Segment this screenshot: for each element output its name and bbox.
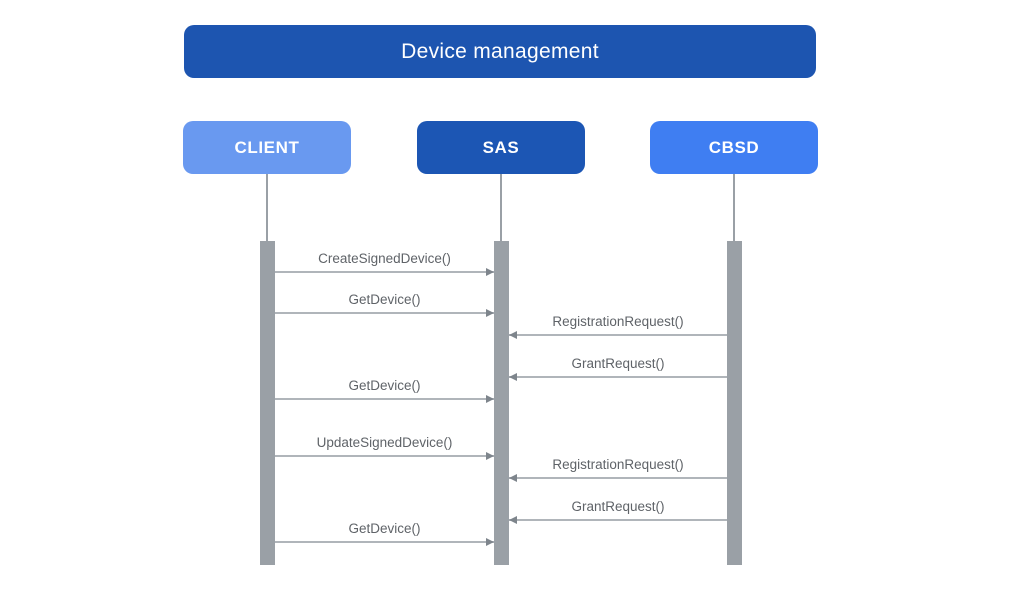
message-get-device-2: GetDevice()	[275, 378, 494, 400]
lifeline-cbsd	[733, 174, 735, 241]
message-get-device-3: GetDevice()	[275, 521, 494, 543]
message-get-device-1: GetDevice()	[275, 292, 494, 314]
arrow-left-icon	[509, 519, 727, 521]
actor-sas-label: SAS	[482, 137, 520, 157]
message-label: GrantRequest()	[571, 499, 665, 514]
diagram-title-banner: Device management	[184, 25, 816, 78]
message-label: GrantRequest()	[571, 356, 665, 371]
actor-cbsd: CBSD	[650, 121, 818, 174]
arrow-right-icon	[275, 312, 494, 314]
lifeline-client	[266, 174, 268, 241]
message-registration-request-2: RegistrationRequest()	[509, 457, 727, 479]
activation-bar-cbsd	[727, 241, 742, 565]
message-registration-request-1: RegistrationRequest()	[509, 314, 727, 336]
message-create-signed-device: CreateSignedDevice()	[275, 251, 494, 273]
arrow-right-icon	[275, 271, 494, 273]
activation-bar-sas	[494, 241, 509, 565]
message-grant-request-1: GrantRequest()	[509, 356, 727, 378]
message-label: RegistrationRequest()	[552, 457, 684, 472]
actor-sas: SAS	[417, 121, 585, 174]
message-grant-request-2: GrantRequest()	[509, 499, 727, 521]
arrow-right-icon	[275, 455, 494, 457]
message-label: GetDevice()	[348, 521, 421, 536]
actor-cbsd-label: CBSD	[708, 137, 760, 157]
message-label: GetDevice()	[348, 292, 421, 307]
arrow-left-icon	[509, 334, 727, 336]
lifeline-sas	[500, 174, 502, 241]
arrow-right-icon	[275, 398, 494, 400]
message-update-signed-device: UpdateSignedDevice()	[275, 435, 494, 457]
message-label: GetDevice()	[348, 378, 421, 393]
actor-client: CLIENT	[183, 121, 351, 174]
message-label: UpdateSignedDevice()	[316, 435, 453, 450]
message-label: CreateSignedDevice()	[318, 251, 451, 266]
diagram-title: Device management	[401, 39, 599, 63]
message-label: RegistrationRequest()	[552, 314, 684, 329]
arrow-right-icon	[275, 541, 494, 543]
activation-bar-client	[260, 241, 275, 565]
arrow-left-icon	[509, 477, 727, 479]
actor-client-label: CLIENT	[234, 137, 300, 157]
arrow-left-icon	[509, 376, 727, 378]
